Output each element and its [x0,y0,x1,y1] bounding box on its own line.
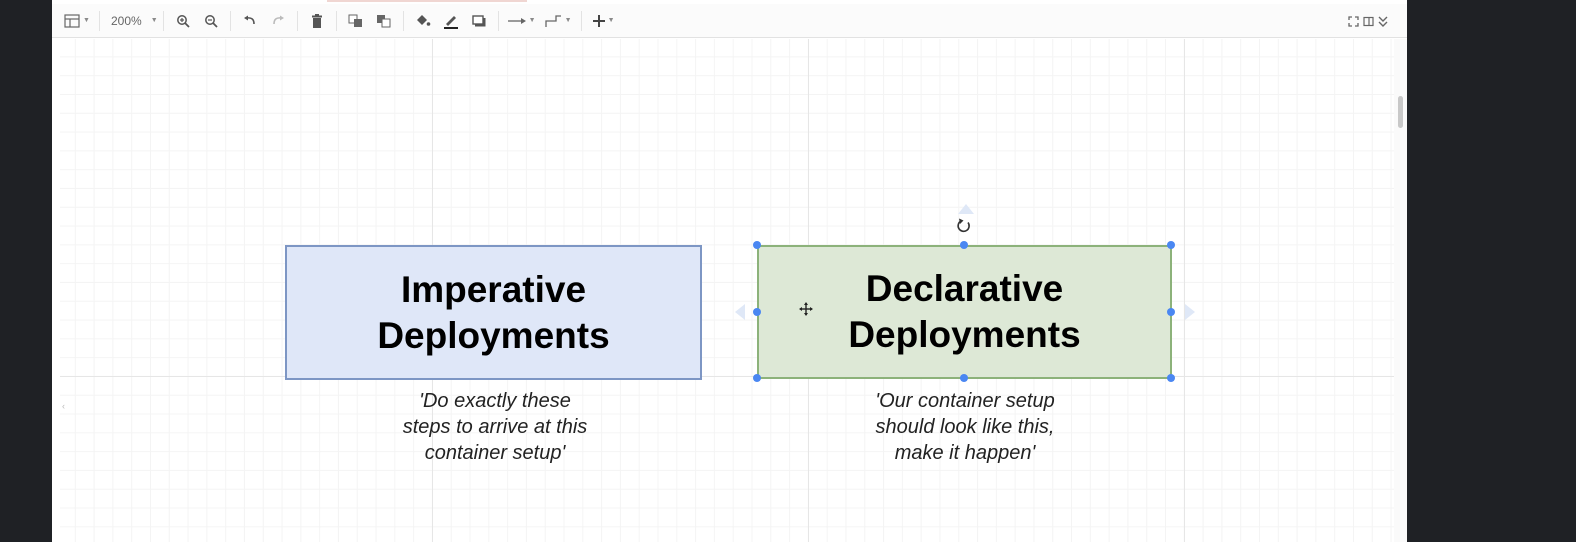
to-back-button[interactable] [370,4,398,38]
caption-line2: should look like this, [875,416,1055,438]
fill-color-button[interactable] [409,4,437,38]
double-chevron-down-icon [1378,16,1388,27]
split-panel-icon [1362,16,1374,26]
scrollbar-thumb[interactable] [1398,96,1403,128]
caption-line3: container setup' [424,442,566,464]
chevron-down-icon: ▼ [150,17,158,24]
caption-line2: steps to arrive at this [402,416,588,438]
move-cursor-icon [799,302,813,316]
collapse-toolbar-button[interactable] [1377,4,1389,38]
fullscreen-button[interactable] [1347,4,1359,38]
caption-line3: make it happen' [894,442,1036,464]
zoom-in-icon [176,14,190,28]
rotate-icon[interactable] [955,217,973,235]
toolbar-divider [497,10,499,31]
toolbar-divider [99,10,100,31]
connect-arrow-right-icon[interactable] [1185,304,1195,320]
send-to-back-icon [376,14,391,27]
chevron-down-icon: ▼ [564,17,572,24]
shadow-button[interactable] [465,4,493,38]
fullscreen-icon [1347,15,1359,27]
imperative-caption[interactable]: 'Do exactly these steps to arrive at thi… [345,388,645,466]
resize-handle-n[interactable] [960,241,968,249]
shape-label-line2: Deployments [848,314,1081,355]
line-color-button[interactable] [437,4,465,38]
vertical-scrollbar[interactable] [1394,39,1407,542]
shape-label-line2: Deployments [377,314,610,356]
chevron-down-icon: ▼ [83,17,90,24]
zoom-out-icon [204,14,218,28]
toolbar-divider [296,10,298,31]
redo-button[interactable] [264,4,292,38]
connect-arrow-left-icon[interactable] [735,304,745,320]
insert-dropdown[interactable]: ▼ [587,4,621,38]
toolbar-divider [402,10,404,31]
zoom-level: 200% [111,13,142,28]
caption-line1: 'Do exactly these [419,390,571,412]
declarative-caption[interactable]: 'Our container setup should look like th… [815,388,1115,466]
chevron-down-icon: ▼ [607,17,615,24]
waypoints-dropdown[interactable]: ▼ [540,4,576,38]
resize-handle-ne[interactable] [1167,241,1175,249]
declarative-deployments-shape[interactable]: Declarative Deployments [757,245,1172,379]
to-front-button[interactable] [342,4,370,38]
caption-line1: 'Our container setup [875,390,1055,412]
connect-arrow-up-icon[interactable] [958,204,974,214]
paint-bucket-icon [416,14,430,26]
format-panel-button[interactable] [1362,4,1374,38]
panel-layout-icon [64,13,80,28]
resize-handle-w[interactable] [753,308,761,316]
resize-handle-se[interactable] [1167,374,1175,382]
delete-button[interactable] [303,4,331,38]
toolbar-divider [580,10,582,31]
shape-label-line1: Imperative [400,268,587,310]
toolbar-right-controls [1347,4,1389,38]
shape-label-line1: Declarative [865,268,1064,309]
redo-icon [272,15,284,24]
plus-icon [592,14,605,27]
bring-to-front-icon [348,14,362,27]
toolbar-divider [335,10,337,31]
resize-handle-sw[interactable] [753,374,761,382]
zoom-in-button[interactable] [169,4,197,38]
undo-icon [243,15,255,24]
pencil-icon [443,15,458,29]
resize-handle-nw[interactable] [753,241,761,249]
resize-handle-s[interactable] [960,374,968,382]
undo-button[interactable] [236,4,264,38]
resize-handle-e[interactable] [1167,308,1175,316]
zoom-dropdown[interactable]: 200% ▼ [105,4,158,38]
toolbar-divider [162,10,164,31]
toolbar-divider [229,10,231,31]
connection-style-dropdown[interactable]: ▼ [504,4,540,38]
drawio-editor: ▼ 200% ▼ [52,0,1407,542]
arrow-right-icon [507,17,526,24]
toolbar: ▼ 200% ▼ [52,4,1407,38]
active-tab-indicator [327,0,527,2]
view-format-button[interactable]: ▼ [60,4,94,38]
trash-icon [311,13,322,28]
orthogonal-connector-icon [545,14,561,27]
collapse-sidebar-handle[interactable]: ‹ [62,401,65,411]
tab-strip [52,0,1407,4]
zoom-out-button[interactable] [197,4,225,38]
imperative-deployments-shape[interactable]: Imperative Deployments [285,245,702,380]
shadow-rectangle-icon [471,14,486,26]
diagram-canvas[interactable]: ‹ Imperative Deployments 'Do exactly the… [60,39,1394,542]
chevron-down-icon: ▼ [528,17,536,24]
